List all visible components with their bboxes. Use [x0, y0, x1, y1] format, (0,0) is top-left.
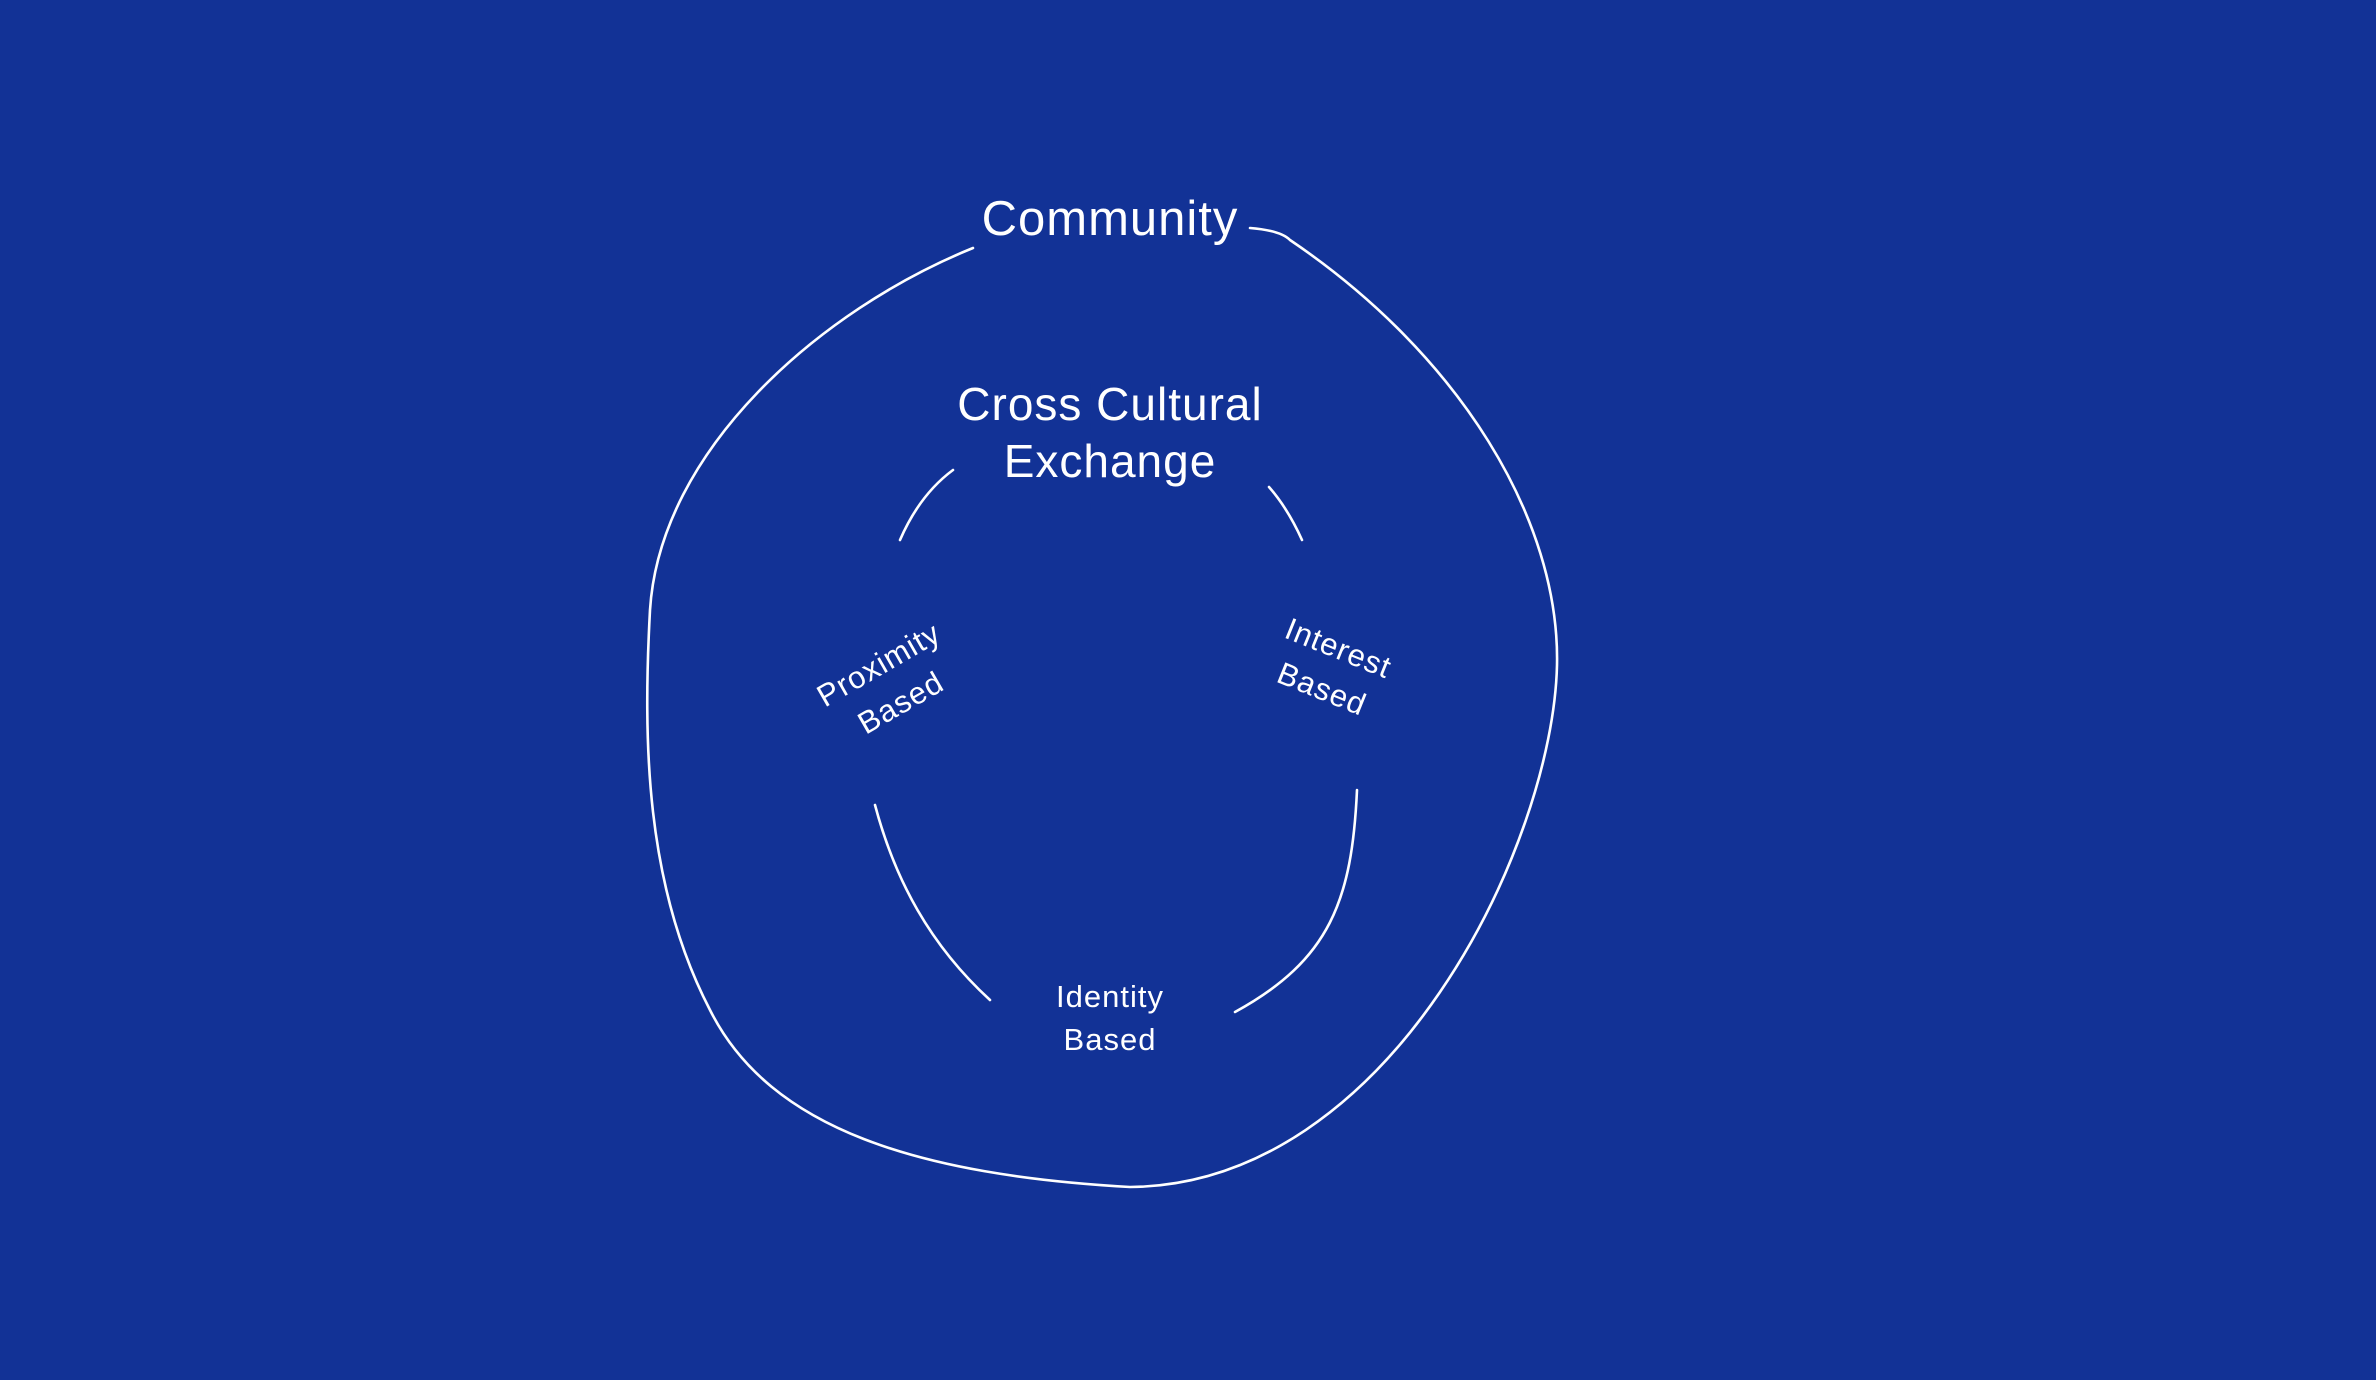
community-label-text: Community — [981, 192, 1239, 246]
identity-label-line2: Based — [1063, 1022, 1157, 1057]
exchange-label-line1: Cross Cultural — [957, 378, 1263, 430]
cross-cultural-exchange-label: Cross Cultural Exchange — [860, 376, 1360, 490]
identity-based-label: Identity Based — [1010, 975, 1210, 1061]
community-outline — [645, 226, 1559, 1189]
community-label: Community — [910, 190, 1310, 249]
exchange-label-line2: Exchange — [1003, 435, 1217, 487]
inner-arc-left-top — [898, 468, 955, 542]
inner-arc-right-bottom — [1233, 788, 1359, 1014]
inner-arc-right-top — [1267, 485, 1304, 542]
inner-arc-left-bottom — [873, 803, 992, 1002]
identity-label-line1: Identity — [1056, 979, 1164, 1014]
